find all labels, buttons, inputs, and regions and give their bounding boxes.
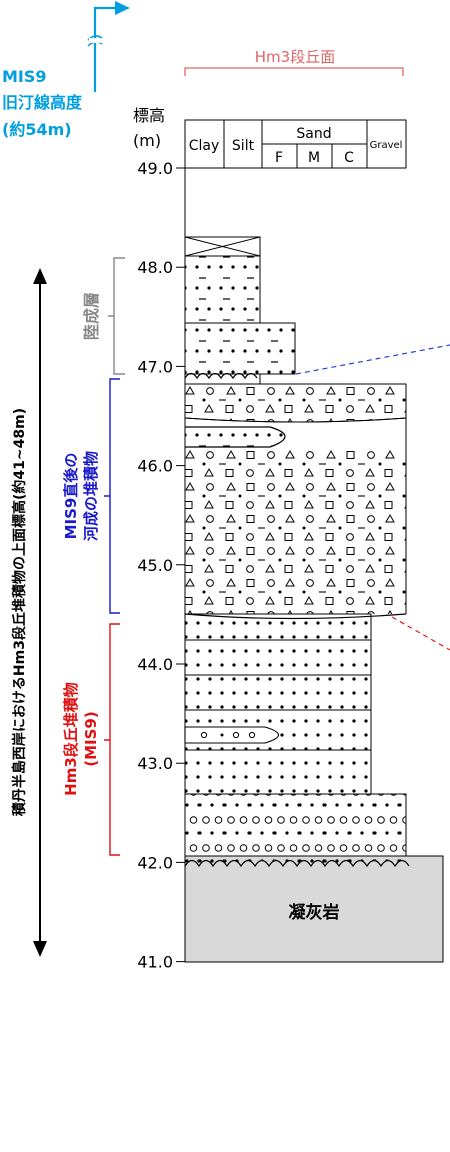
gravel-lens [184,726,280,744]
layer-fluvial-gravel [184,383,407,423]
silt-header: Silt [232,138,255,154]
mis9-shoreline-label-1: MIS9 [2,67,47,86]
layer-terrestrial-silt-lower [184,322,296,375]
elevation-tick-label: 49.0 [137,159,173,178]
terrestrial-unit-bracket [108,257,125,375]
terrace-unit-label-2: (MIS9) [82,711,100,766]
elevation-tick-label: 45.0 [137,556,173,575]
terrace-unit-bracket [104,623,120,856]
mis9-shoreline-label-2: 旧汀線高度 [2,93,83,112]
fluvial-unit-label-2: 河成の堆積物 [82,451,100,541]
terrace-unit-label-1: Hm3段丘堆積物 [62,682,80,796]
elevation-tick-label: 43.0 [137,754,173,773]
terrace-surface-bracket [184,67,404,76]
elevation-tick-label: 46.0 [137,457,173,476]
elevation-unit-label: (m) [133,131,161,150]
gravel-header: Gravel [370,140,403,151]
red-dashed-correlation-line [391,616,450,651]
terrestrial-unit-label: 陸成層 [82,292,101,340]
layer-terrestrial-silt-upper [184,255,261,324]
blue-dashed-correlation-line [295,344,450,375]
silt-lens [184,426,286,448]
elevation-tick-label: 42.0 [137,853,173,872]
fluvial-unit-label-1: MIS9直後の [62,453,80,540]
mis9-shoreline-label-3: (約54m) [2,120,72,139]
coarse-sand-header: C [344,150,354,166]
fluvial-unit-bracket [104,378,120,614]
layer-terrace-sand [184,613,372,795]
clay-header: Clay [189,138,220,154]
mis9-shoreline-marker [87,1,130,92]
grain-size-header [184,119,407,169]
elevation-header-label: 標高 [133,106,165,125]
layer-terrace-gravel [184,793,407,865]
elevation-range-arrow [33,268,47,957]
fine-sand-header: F [275,150,283,166]
elevation-range-label: 積丹半島西岸におけるHm3段丘堆積物の上面標高(約41~48m) [11,408,28,817]
terrace-surface-label: Hm3段丘面 [255,48,335,66]
sand-header: Sand [296,126,331,142]
unconformity-upper [184,372,258,380]
bedrock-label: 凝灰岩 [289,902,340,923]
elevation-tick-label: 48.0 [137,258,173,277]
layer-bedrock-tuff [184,855,444,963]
elevation-tick-label: 44.0 [137,655,173,674]
elevation-tick-label: 41.0 [137,953,173,972]
elevation-tick-label: 47.0 [137,357,173,376]
elevation-ticks: 49.0 48.0 47.0 46.0 45.0 44.0 43.0 42.0 41.0 [137,159,185,972]
layer-disturbed-top [184,236,261,257]
medium-sand-header: M [308,150,320,166]
